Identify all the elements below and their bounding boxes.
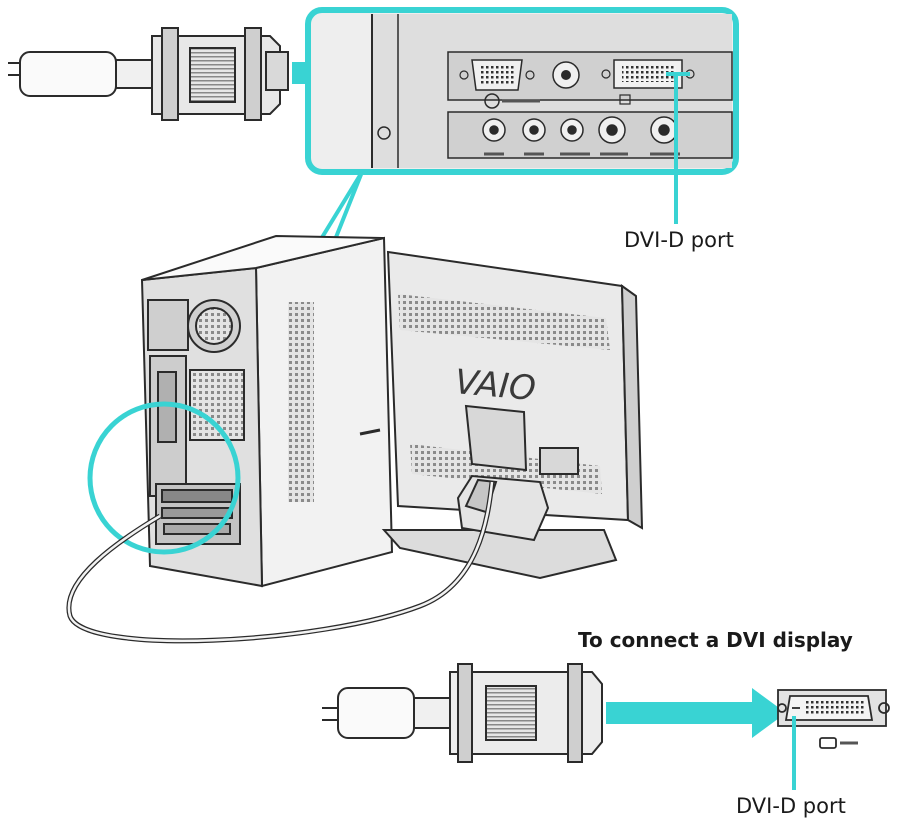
bottom-dvi-plug [322, 663, 603, 763]
computer-tower [140, 234, 394, 588]
av-jacks [482, 116, 678, 144]
top-port-callout [666, 72, 690, 224]
section-heading: To connect a DVI display [578, 628, 853, 652]
bottom-port-label: DVI-D port [736, 794, 846, 818]
monitor-brand-logo: VAIO [453, 362, 537, 409]
vga-port [459, 59, 535, 91]
top-port-label: DVI-D port [624, 228, 734, 252]
zoom-panel-top [305, 7, 739, 175]
ps2-port [552, 61, 580, 89]
top-dvi-plug [8, 27, 289, 121]
monitor [381, 250, 644, 580]
tower-port-highlight [87, 401, 241, 555]
bottom-plug-arrow [606, 688, 786, 738]
